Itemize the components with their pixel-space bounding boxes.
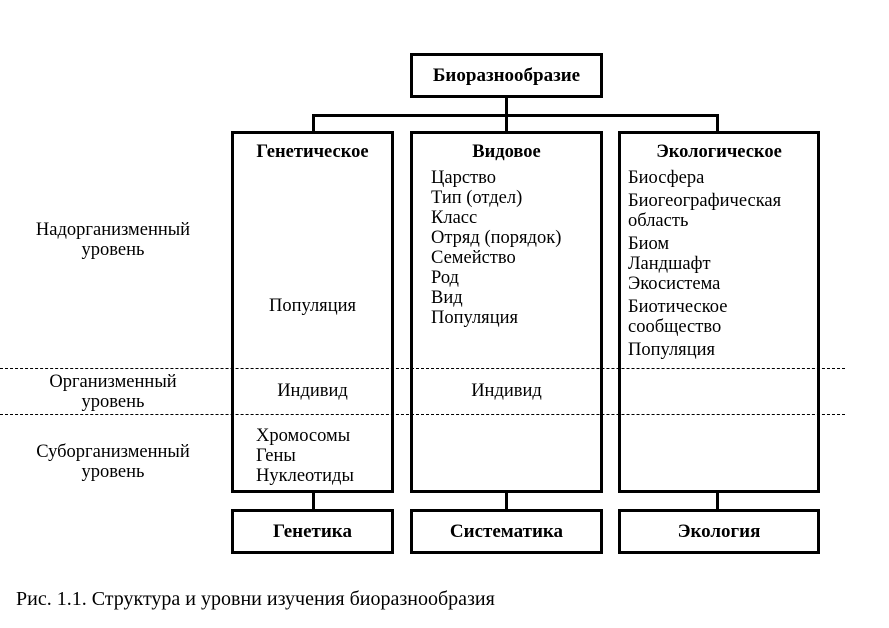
- list-item: Отряд (порядок): [431, 228, 562, 248]
- column-species: [410, 131, 603, 493]
- connector-col2: [505, 114, 508, 133]
- list-item: Вид: [431, 288, 463, 308]
- root-node: Биоразнообразие: [410, 53, 603, 98]
- list-item: сообщество: [628, 317, 722, 337]
- list-item: область: [628, 211, 689, 231]
- list-item: Экосистема: [628, 274, 721, 294]
- level-label-line: уровень: [81, 240, 145, 260]
- figure-caption: Рис. 1.1. Структура и уровни изучения би…: [16, 588, 495, 610]
- list-item: Популяция: [628, 340, 715, 360]
- column-ecological: [618, 131, 820, 493]
- connector-col1: [312, 114, 315, 133]
- level-label-line: Организменный: [49, 372, 177, 392]
- discipline-label: Систематика: [449, 521, 564, 542]
- level-label-organism: Организменный уровень: [8, 372, 218, 412]
- list-item: Тип (отдел): [431, 188, 523, 208]
- connector-horizontal: [312, 114, 719, 117]
- level-divider-upper: [0, 368, 845, 369]
- list-item: Гены: [256, 446, 296, 466]
- root-label: Биоразнообразие: [432, 65, 581, 86]
- list-item: Нуклеотиды: [256, 466, 354, 486]
- level-label-line: уровень: [81, 392, 145, 412]
- level-label-sub: Суборганизменный уровень: [8, 442, 218, 482]
- species-organism-item: Индивид: [471, 381, 542, 401]
- connector-species-down: [505, 493, 508, 511]
- connector-col3: [716, 114, 719, 133]
- heading-genetic: Генетическое: [256, 142, 369, 162]
- genetic-organism-item: Индивид: [277, 381, 348, 401]
- discipline-genetics: Генетика: [231, 509, 394, 554]
- list-item: Род: [431, 268, 459, 288]
- list-item: Биогеографическая: [628, 191, 782, 211]
- discipline-label: Экология: [677, 521, 761, 542]
- list-item: Биосфера: [628, 168, 705, 188]
- column-genetic: [231, 131, 394, 493]
- ecological-supra-list: Биосфера Биогеографическая область Биом …: [628, 168, 781, 360]
- discipline-label: Генетика: [273, 521, 352, 542]
- list-item: Семейство: [431, 248, 516, 268]
- connector-root-down: [505, 98, 508, 115]
- list-item: Класс: [431, 208, 478, 228]
- connector-ecological-down: [716, 493, 719, 511]
- list-item: Популяция: [431, 308, 518, 328]
- list-item: Биотическое: [628, 297, 728, 317]
- level-divider-lower: [0, 414, 845, 415]
- species-supra-list: Царство Тип (отдел) Класс Отряд (порядок…: [431, 168, 561, 328]
- list-item: Хромосомы: [256, 426, 351, 446]
- level-label-line: Надорганизменный: [35, 220, 191, 240]
- list-item: Царство: [431, 168, 496, 188]
- genetic-sub-list: Хромосомы Гены Нуклеотиды: [256, 426, 354, 486]
- genetic-supra-item: Популяция: [269, 296, 356, 316]
- list-item: Биом: [628, 234, 670, 254]
- list-item: Ландшафт: [628, 254, 711, 274]
- level-label-supra: Надорганизменный уровень: [8, 220, 218, 260]
- discipline-ecology: Экология: [618, 509, 820, 554]
- connector-genetic-down: [312, 493, 315, 511]
- discipline-systematics: Систематика: [410, 509, 603, 554]
- level-label-line: уровень: [81, 462, 145, 482]
- heading-species: Видовое: [472, 142, 541, 162]
- heading-ecological: Экологическое: [656, 142, 782, 162]
- level-label-line: Суборганизменный: [36, 442, 190, 462]
